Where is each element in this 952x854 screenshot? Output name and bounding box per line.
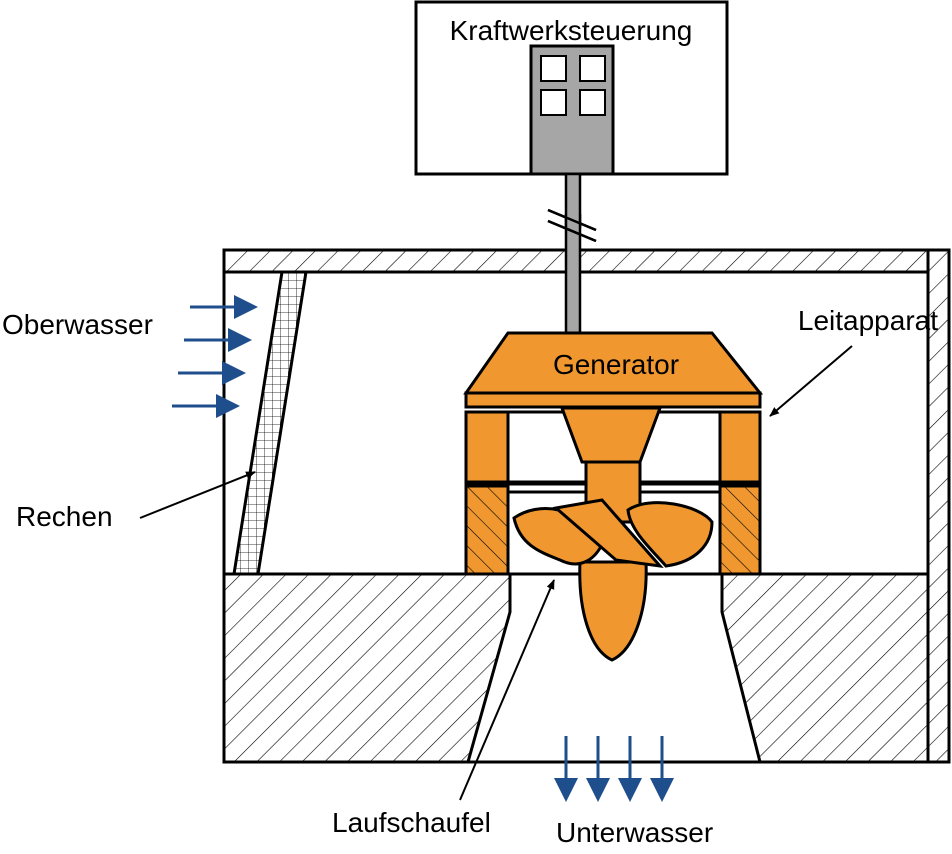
leader-lines [139,345,853,801]
control-shaft [547,172,597,336]
tailwater-arrows [554,736,674,802]
guide-apparatus-label: Leitapparat [798,305,938,336]
powerhouse-structure [222,248,951,764]
rake-pointer [139,471,256,519]
generator-label: Generator [553,349,679,380]
turbine-runner [512,406,714,662]
headwater-arrows [172,295,258,418]
control-label: Kraftwerksteuerung [450,15,693,46]
control-panel-icon [529,44,615,176]
tailwater-label: Unterwasser [556,817,713,848]
guide-apparatus-pointer [769,345,853,417]
rake-label: Rechen [16,501,113,532]
runner-blade-pointer [459,579,555,801]
runner-blade-label: Laufschaufel [332,807,491,838]
control-box: Kraftwerksteuerung [414,0,729,176]
headwater-label: Oberwasser [2,309,153,340]
generator: Generator [463,331,764,409]
